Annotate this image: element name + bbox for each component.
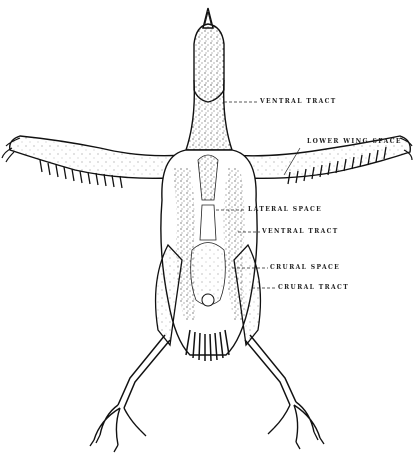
left-leg <box>90 335 170 452</box>
label-crural-space: CRURAL SPACE <box>270 264 340 271</box>
left-wing <box>2 136 185 188</box>
right-leg <box>245 335 324 449</box>
label-crural-tract: CRURAL TRACT <box>278 284 349 291</box>
bird-neck <box>186 80 232 150</box>
label-ventral-tract-body: VENTRAL TRACT <box>262 228 339 235</box>
label-ventral-tract-neck: VENTRAL TRACT <box>260 98 337 105</box>
label-lateral-space: LATERAL SPACE <box>248 206 322 213</box>
label-lower-wing-space: LOWER WING SPACE <box>307 138 402 145</box>
